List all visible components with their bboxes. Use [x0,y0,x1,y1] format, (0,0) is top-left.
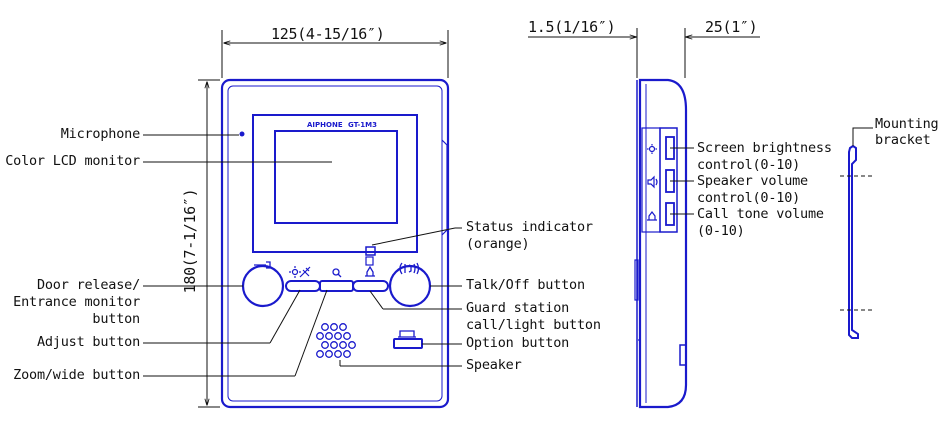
magnifier-icon [332,268,342,278]
speaker-grille [316,323,356,358]
callout-guard-line2: call/light button [466,317,601,333]
callout-speaker: Speaker [466,357,522,373]
callout-zoom-button: Zoom/wide button [13,367,140,383]
bell-icon [365,265,375,277]
microphone-hole [239,131,245,137]
lcd-bezel [252,114,418,253]
callout-door-release-line2: Entrance monitor [13,294,140,310]
lcd-screen [274,130,398,224]
callout-status-indicator-line1: Status indicator [466,219,593,235]
door-release-button[interactable] [241,264,285,308]
left-leader-lines [143,134,332,377]
key-icon [254,261,271,269]
brand-logo: AIPHONE [307,121,343,129]
side-dimension-lines [528,28,760,78]
speaker-icon [647,175,658,189]
callout-bracket-line1: Mounting [875,116,939,132]
side-slider-icons [647,144,658,221]
adjust-button[interactable] [285,280,321,292]
callout-bracket-line2: bracket [875,132,931,148]
brightness-icon [647,144,657,154]
callout-door-release-line1: Door release/ [36,277,140,293]
callout-adjust-button: Adjust button [36,334,140,350]
sun-icon [289,266,311,278]
callout-talk-button: Talk/Off button [466,277,585,293]
guard-call-button[interactable] [352,280,389,292]
width-dimension: 125(4-15/16″) [271,25,385,43]
front-view [220,78,450,409]
side-housing [638,78,688,409]
bracket-thickness-dimension: 1.5(1/16″) [528,18,616,36]
front-housing [220,78,450,409]
callout-microphone: Microphone [60,126,140,142]
option-button[interactable] [393,330,423,349]
callout-speaker-volume-line2: control(0-10) [697,190,801,206]
callout-guard-line1: Guard station [466,300,570,316]
callout-speaker-volume-line1: Speaker volume [697,173,808,189]
front-dimension-lines [198,30,449,408]
callout-brightness-line2: control(0-10) [697,157,801,173]
callout-call-tone-line1: Call tone volume [697,206,824,222]
callout-lcd-monitor: Color LCD monitor [5,153,140,169]
callout-option-button: Option button [466,335,570,351]
front-housing-inner [227,85,443,402]
callout-status-indicator-line2: (orange) [466,236,530,252]
callout-brightness-line1: Screen brightness [697,140,832,156]
right-leader-lines [339,227,462,367]
side-view [634,78,688,409]
status-indicator [365,246,376,256]
mounting-bracket [840,127,873,339]
height-dimension: 180(7-1/16″) [181,188,199,294]
handset-speaker-icon [399,262,420,275]
callout-call-tone-line2: (0-10) [697,223,745,239]
model-label: GT-1M3 [348,121,377,129]
bell-side-icon [647,211,657,221]
callout-door-release-line3: button [92,311,140,327]
depth-dimension: 25(1″) [705,18,758,36]
function-button-bar [285,280,389,292]
side-leader-lines [670,147,694,215]
zoom-button[interactable] [319,280,354,292]
